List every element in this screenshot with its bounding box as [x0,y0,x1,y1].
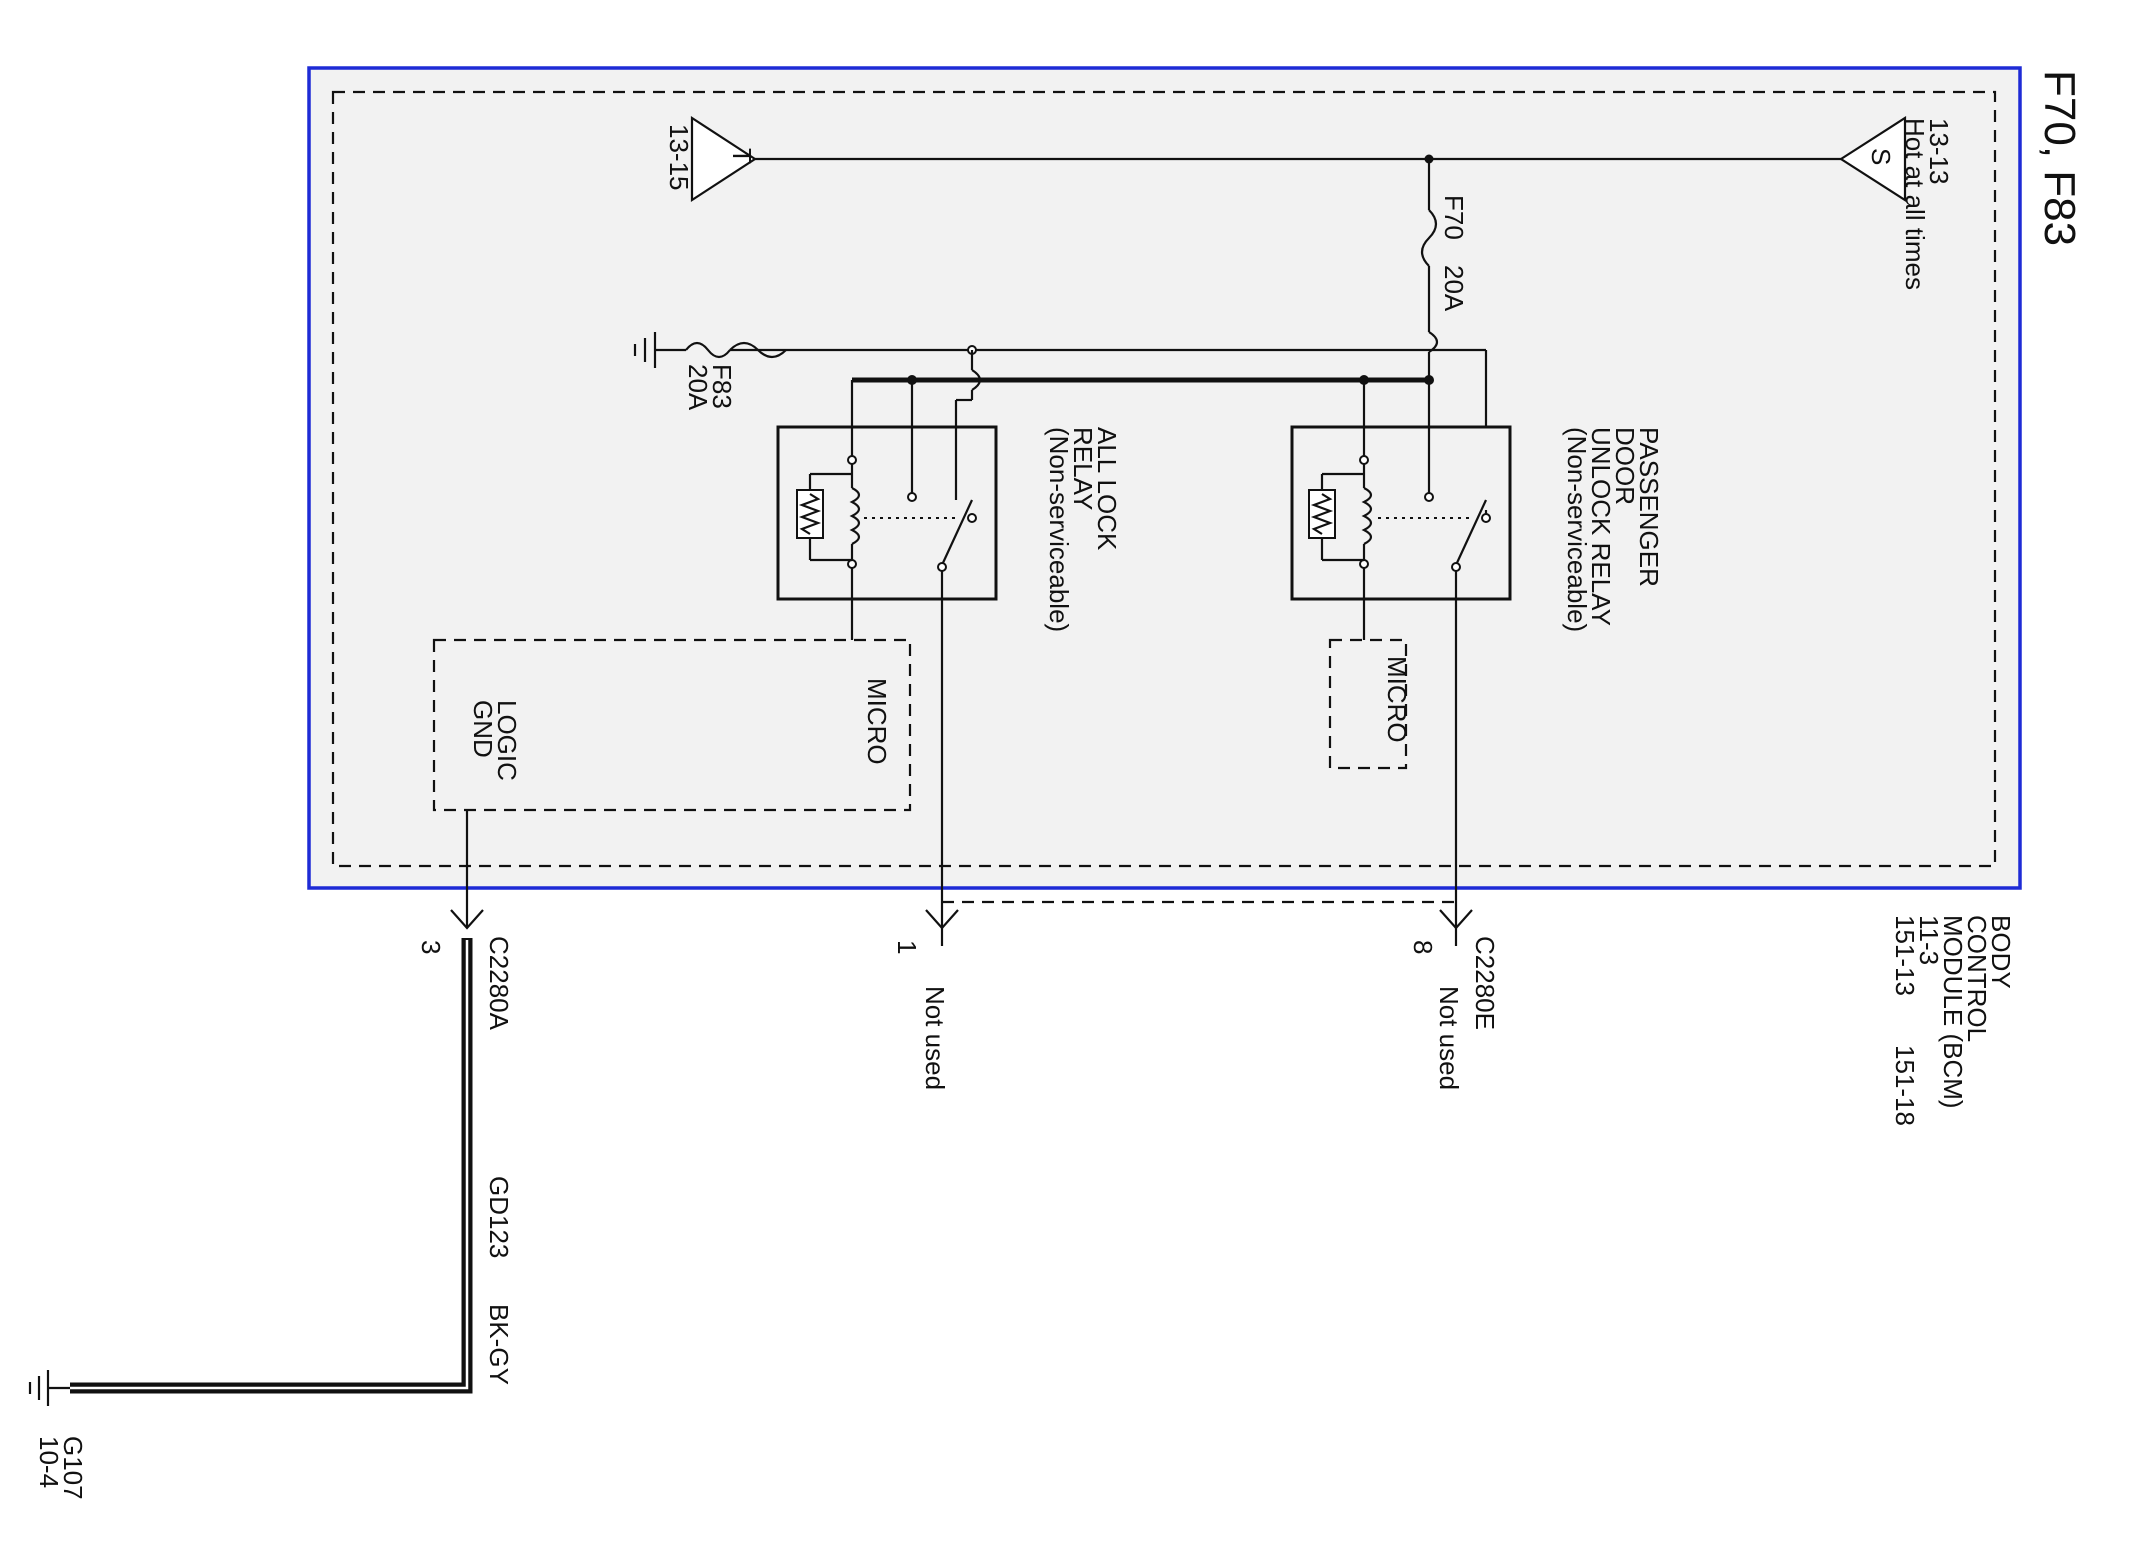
terminal-s-text: Hot at all times [1900,118,1930,290]
wire-crossover-hop [971,369,982,391]
micro-box-small [1328,638,1408,770]
relay-label-line: ALL LOCK [1092,427,1122,551]
module-border [307,66,2022,890]
terminal-s-letter: S [1866,148,1896,165]
fuse-f83-name: F83 [707,364,737,409]
relay-switch-blade [941,499,973,566]
passenger-relay-label: PASSENGER DOOR UNLOCK RELAY (Non-service… [1562,427,1664,632]
connector-pin1-note: Not used [920,986,950,1090]
ground-wire [70,938,473,1394]
terminal-s-label: 13-13 Hot at all times [1900,118,1954,290]
module-label-line: CONTROL [1962,915,1992,1042]
fuse-f70-label: F70 20A [1439,195,1469,312]
relay-label-line: UNLOCK RELAY [1586,427,1616,626]
module-inner-dashed [331,90,1997,868]
terminal-s-icon [1838,115,1907,203]
page-title: F70, F83 [2035,70,2084,246]
terminal-t-icon [690,115,758,203]
terminal-s-ref: 13-13 [1924,118,1954,185]
relay-label-line: (Non-serviceable) [1562,427,1592,632]
connector-pin3-arrow-icon [450,909,484,930]
fuse-f83-icon [685,341,731,359]
module-label-line: MODULE (BCM) [1938,915,1968,1109]
all-lock-relay [776,380,998,640]
ground-g107-label: G107 10-4 [34,1436,88,1500]
relay-coil-icon [849,487,861,545]
connector-pin8-number: 8 [1408,940,1438,954]
fuse-f70-rating: 20A [1439,265,1469,312]
module-label-line: BODY [1986,915,2016,989]
relay-switch-blade [1455,499,1487,566]
module-label-line: 11-3 [1914,915,1944,965]
micro-box-large [432,638,912,812]
logic-gnd-line: LOGIC [492,700,522,781]
ground-ref: 10-4 [34,1436,64,1488]
fuse-f70-icon [1420,209,1438,267]
micro-small-label: MICRO [1382,656,1412,743]
terminal-t-ref: 13-15 [664,124,694,191]
ground-g107-icon [28,1370,70,1406]
module-label: BODY CONTROL MODULE (BCM) 11-3 151-13 15… [1890,915,2016,1126]
relay-label-line: PASSENGER [1634,427,1664,587]
micro-large-label: MICRO [862,678,892,765]
all-lock-relay-label: ALL LOCK RELAY (Non-serviceable) [1044,427,1122,632]
fuse-f83-icon [729,341,787,359]
ground-symbol-icon [633,332,657,368]
ground-name: G107 [58,1436,88,1500]
module-ref: 151-13 [1890,915,1920,996]
connector-pin8-note: Not used [1434,986,1464,1090]
ground-wire-highlight [70,940,469,1390]
logic-gnd-label: LOGIC GND [468,700,522,781]
relay-label-line: DOOR [1610,427,1640,505]
relay-coil-icon [1361,487,1373,545]
connector-c2280a-name: C2280A [484,936,514,1031]
fuse-f83-label: F83 20A [683,364,737,411]
relay-label-line: (Non-serviceable) [1044,427,1074,632]
fuse-f70-name: F70 [1439,195,1469,240]
ground-wire-color: BK-GY [484,1304,514,1385]
relay-resistor-icon [1308,489,1336,539]
terminal-t-letter: T [727,148,757,164]
module-ref: 151-18 [1890,1045,1920,1126]
ground-wire-circuit: GD123 [484,1176,514,1258]
relay-label-line: RELAY [1068,427,1098,510]
connector-pin3-number: 3 [416,940,446,954]
ground-wire-label: GD123 BK-GY [484,1176,514,1385]
logic-gnd-line: GND [468,700,498,758]
fuse-f83-rating: 20A [683,364,713,411]
connector-pin1-number: 1 [892,940,922,954]
passenger-door-unlock-relay [1290,380,1512,640]
connector-c2280e-name: C2280E [1470,936,1500,1030]
